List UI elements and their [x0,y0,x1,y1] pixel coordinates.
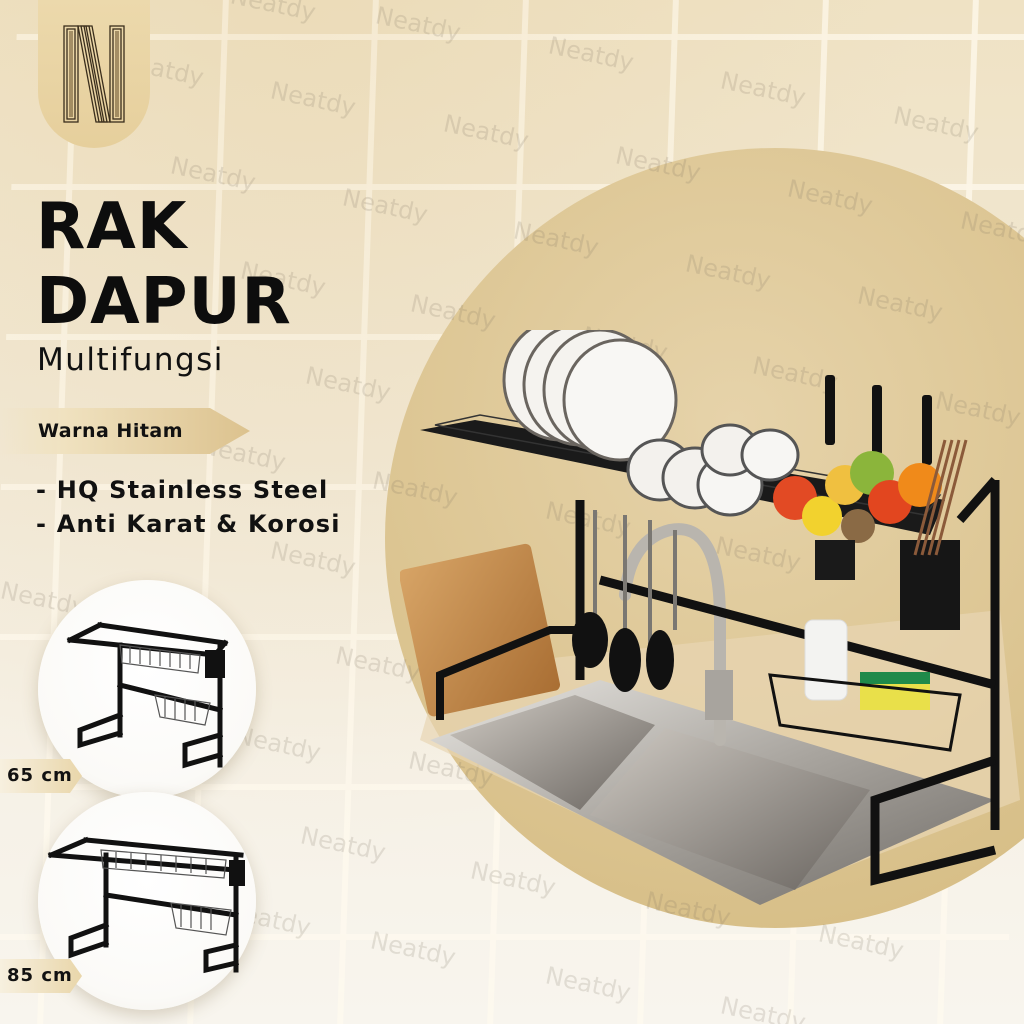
dish-rack-over-sink-photo [400,330,1020,905]
brand-logo-badge [38,0,150,148]
variant-size-label: 85 cm [7,965,73,986]
chopstick-holder-icon [815,439,968,630]
bowls-icon [626,423,800,517]
size-tag-ribbon [0,759,82,793]
ladles [572,612,674,692]
color-tag-ribbon [0,408,250,454]
variant-65cm-thumbnail[interactable] [38,580,256,798]
plates-icon [502,330,678,462]
faucet-icon [619,523,733,746]
rack-frame [575,477,1000,886]
feature-item: - Anti Karat & Korosi [36,510,341,538]
rack-65cm-icon [66,621,229,769]
color-option-label: Warna Hitam [38,420,184,442]
headline-line-2: DAPUR [36,265,292,339]
cutting-board-icon [400,543,561,717]
knives-icon [825,375,932,465]
headline-subtitle: Multifungsi [37,342,224,378]
soap-basket-icon [768,619,962,752]
fruit-basket-icon [773,451,942,543]
feature-item: - HQ Stainless Steel [36,476,329,504]
headline-line-1: RAK [36,190,188,264]
brand-n-logo-icon [63,25,125,123]
board-holder [436,626,575,720]
size-tag-ribbon [0,959,82,993]
double-sink-icon [430,680,995,905]
variant-size-label: 65 cm [7,765,73,786]
rack-85cm-icon [47,836,245,974]
hanging-utensils-icon [593,510,677,650]
